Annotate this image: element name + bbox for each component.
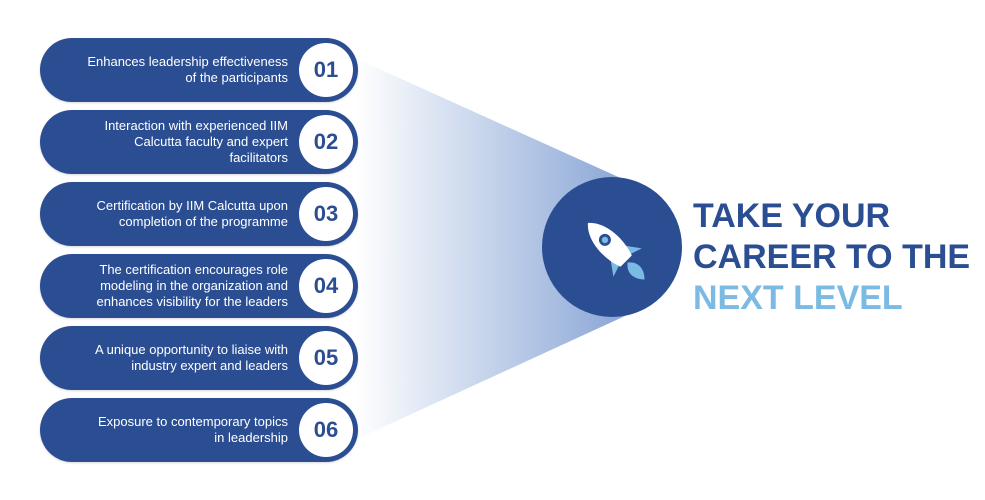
benefit-text: A unique opportunity to liaise with indu…: [95, 342, 288, 373]
benefit-item-03: Certification by IIM Calcutta upon compl…: [40, 182, 358, 246]
headline-line-1: TAKE YOUR: [693, 197, 891, 235]
benefit-text: Enhances leadership effectiveness of the…: [87, 54, 288, 85]
benefit-number: 01: [299, 43, 353, 97]
rocket-icon: [587, 222, 645, 280]
rocket-badge: [542, 177, 682, 317]
headline-line-3: NEXT LEVEL: [693, 279, 903, 317]
benefit-text: Certification by IIM Calcutta upon compl…: [96, 198, 288, 229]
benefit-number: 06: [299, 403, 353, 457]
benefit-item-04: The certification encourages role modeli…: [40, 254, 358, 318]
benefit-number: 04: [299, 259, 353, 313]
headline: TAKE YOUR CAREER TO THE NEXT LEVEL: [693, 196, 970, 319]
benefit-number: 03: [299, 187, 353, 241]
benefit-text: Exposure to contemporary topics in leade…: [97, 414, 288, 445]
benefit-item-06: Exposure to contemporary topics in leade…: [40, 398, 358, 462]
benefit-text: Interaction with experienced IIM Calcutt…: [104, 118, 288, 165]
headline-line-2: CAREER TO THE: [693, 238, 971, 276]
benefit-text: The certification encourages role modeli…: [96, 262, 289, 309]
benefit-item-05: A unique opportunity to liaise with indu…: [40, 326, 358, 390]
benefit-item-01: Enhances leadership effectiveness of the…: [40, 38, 358, 102]
benefit-number: 02: [299, 115, 353, 169]
benefit-number: 05: [299, 331, 353, 385]
benefit-item-02: Interaction with experienced IIM Calcutt…: [40, 110, 358, 174]
